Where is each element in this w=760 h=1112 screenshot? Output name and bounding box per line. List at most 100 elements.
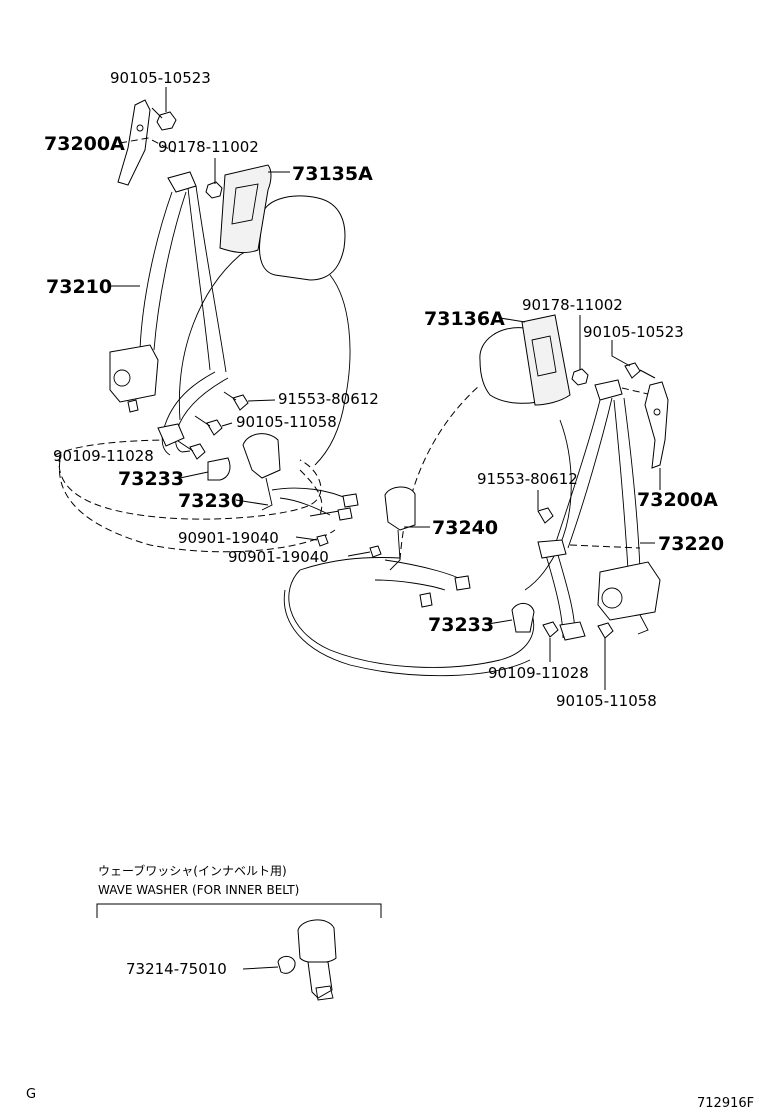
label-73233-left: 73233 [118, 468, 184, 490]
right-seat-backrest [399, 384, 481, 561]
leader-73200A-left [119, 137, 176, 153]
label-73136A: 73136A [424, 308, 505, 330]
inset-bracket [96, 903, 382, 918]
right-bolt-90109-11028 [542, 621, 559, 638]
left-bolt-91553-80612 [232, 394, 249, 411]
label-90178-11002-left: 90178-11002 [158, 138, 259, 156]
label-90901-19040-a: 90901-19040 [178, 529, 279, 547]
right-floor-anchor [559, 621, 586, 641]
right-retractor-clip [637, 614, 649, 635]
leader-73233-right [487, 619, 513, 625]
left-backrest-right [314, 274, 351, 466]
left-retractor-spool [113, 369, 131, 387]
left-bolt-90105-11058 [206, 419, 223, 436]
corner-code-left: G [26, 1087, 36, 1102]
left-bolt-90109-11028 [189, 443, 206, 460]
label-73240: 73240 [432, 517, 498, 539]
label-73220: 73220 [658, 533, 724, 555]
label-90109-11028-right: 90109-11028 [488, 664, 589, 682]
right-seat-assembly [283, 314, 669, 677]
right-buckle-stalk [389, 529, 401, 571]
left-lap-belt-b [175, 377, 229, 453]
right-harness-connector-2 [419, 592, 433, 608]
inset-buckle-stalk [307, 961, 333, 999]
right-cover-73233 [511, 603, 535, 633]
right-cushion-lower [283, 589, 531, 677]
label-73200A-right: 73200A [637, 489, 718, 511]
left-buckle-stalk [261, 477, 273, 511]
inset-buckle-end [315, 985, 334, 1001]
leader-91553-80612-left [247, 399, 276, 402]
inset-title-en: WAVE WASHER (FOR INNER BELT) [98, 883, 299, 897]
left-screw-90901-19040-b [369, 545, 382, 558]
left-floor-anchor [157, 423, 185, 447]
left-cover-73233 [207, 457, 231, 481]
leader-90109-11028-left [181, 450, 191, 453]
wave-washer-inset: ウェーブワッシャ(インナベルト用) WAVE WASHER (FOR INNER… [96, 863, 382, 1001]
right-belt-vertical-a [613, 399, 629, 571]
right-bolt-91553-80612 [537, 507, 554, 524]
right-buckle-73240 [384, 486, 416, 531]
leader-90901-19040-b [347, 551, 371, 557]
label-90105-10523-left: 90105-10523 [110, 69, 211, 87]
leader-90901-19040-a [295, 536, 318, 541]
label-90105-10523-right: 90105-10523 [583, 323, 684, 341]
right-bolt-90105-11058 [597, 622, 614, 639]
right-lap-belt [555, 547, 576, 636]
inset-buckle [297, 919, 337, 964]
leader-73136A [499, 317, 526, 323]
right-backrest-right [524, 419, 572, 591]
left-lap-belt [161, 371, 216, 456]
left-belt-webbing-b [153, 191, 187, 351]
right-belt-anchor [537, 539, 567, 559]
label-73135A: 73135A [292, 163, 373, 185]
right-bolt-shank [639, 369, 656, 379]
inset-title-jp: ウェーブワッシャ(インナベルト用) [98, 863, 287, 878]
label-73200A-left: 73200A [44, 133, 125, 155]
left-nut-90178-11002 [205, 181, 223, 199]
left-harness-connector-2 [337, 507, 353, 521]
right-belt-webbing-73220 [554, 399, 601, 546]
left-buckle-73230 [242, 433, 281, 479]
left-bolt-90105-11058-shank [194, 415, 211, 427]
label-90105-11058-right: 90105-11058 [556, 692, 657, 710]
left-trim-cover-73135A [219, 164, 272, 254]
part-labels: 90105-10523 73200A 90178-11002 73135A 73… [44, 69, 724, 710]
label-73210: 73210 [46, 276, 112, 298]
right-harness-connector [454, 575, 471, 591]
label-73230: 73230 [178, 490, 244, 512]
leader-73233-left [179, 471, 209, 479]
left-headrest [259, 195, 346, 281]
left-retractor [109, 344, 159, 403]
right-retractor [597, 561, 661, 621]
right-anchor-hole [653, 408, 661, 416]
left-belt-diagonal-a [187, 187, 211, 371]
left-belt-webbing-73210 [139, 191, 173, 351]
right-bolt-90105-10523 [624, 362, 641, 379]
right-belt-vertical-b [623, 397, 641, 571]
left-screw-90901-19040-a [316, 534, 329, 547]
right-nut-90178-11002 [571, 368, 589, 386]
label-73214-75010: 73214-75010 [126, 960, 227, 978]
right-guide-hidden [621, 387, 649, 395]
right-anchor-73200A [644, 381, 669, 469]
right-cushion-top [299, 557, 401, 571]
left-belt-diagonal-b [195, 185, 227, 373]
left-bolt-90105-10523 [156, 111, 177, 131]
label-90901-19040-b: 90901-19040 [228, 548, 329, 566]
leader-90105-10523-right [611, 340, 631, 367]
wave-washer-73214-75010 [277, 955, 296, 974]
right-belt-webbing-b [567, 397, 613, 549]
left-cushion-top-edge [54, 439, 176, 456]
left-bolt-shank [151, 107, 163, 119]
left-anchor-73200A [117, 99, 151, 186]
left-anchor-hole [136, 124, 144, 132]
left-harness-connector [342, 493, 359, 508]
drawing-number: 712916F [697, 1096, 754, 1111]
label-73233-right: 73233 [428, 614, 494, 636]
leader-73230 [235, 499, 269, 506]
leader-90105-11058-left [221, 422, 233, 427]
leader-73220-dash [569, 544, 641, 549]
label-90105-11058-left: 90105-11058 [236, 413, 337, 431]
label-90109-11028-left: 90109-11028 [53, 447, 154, 465]
